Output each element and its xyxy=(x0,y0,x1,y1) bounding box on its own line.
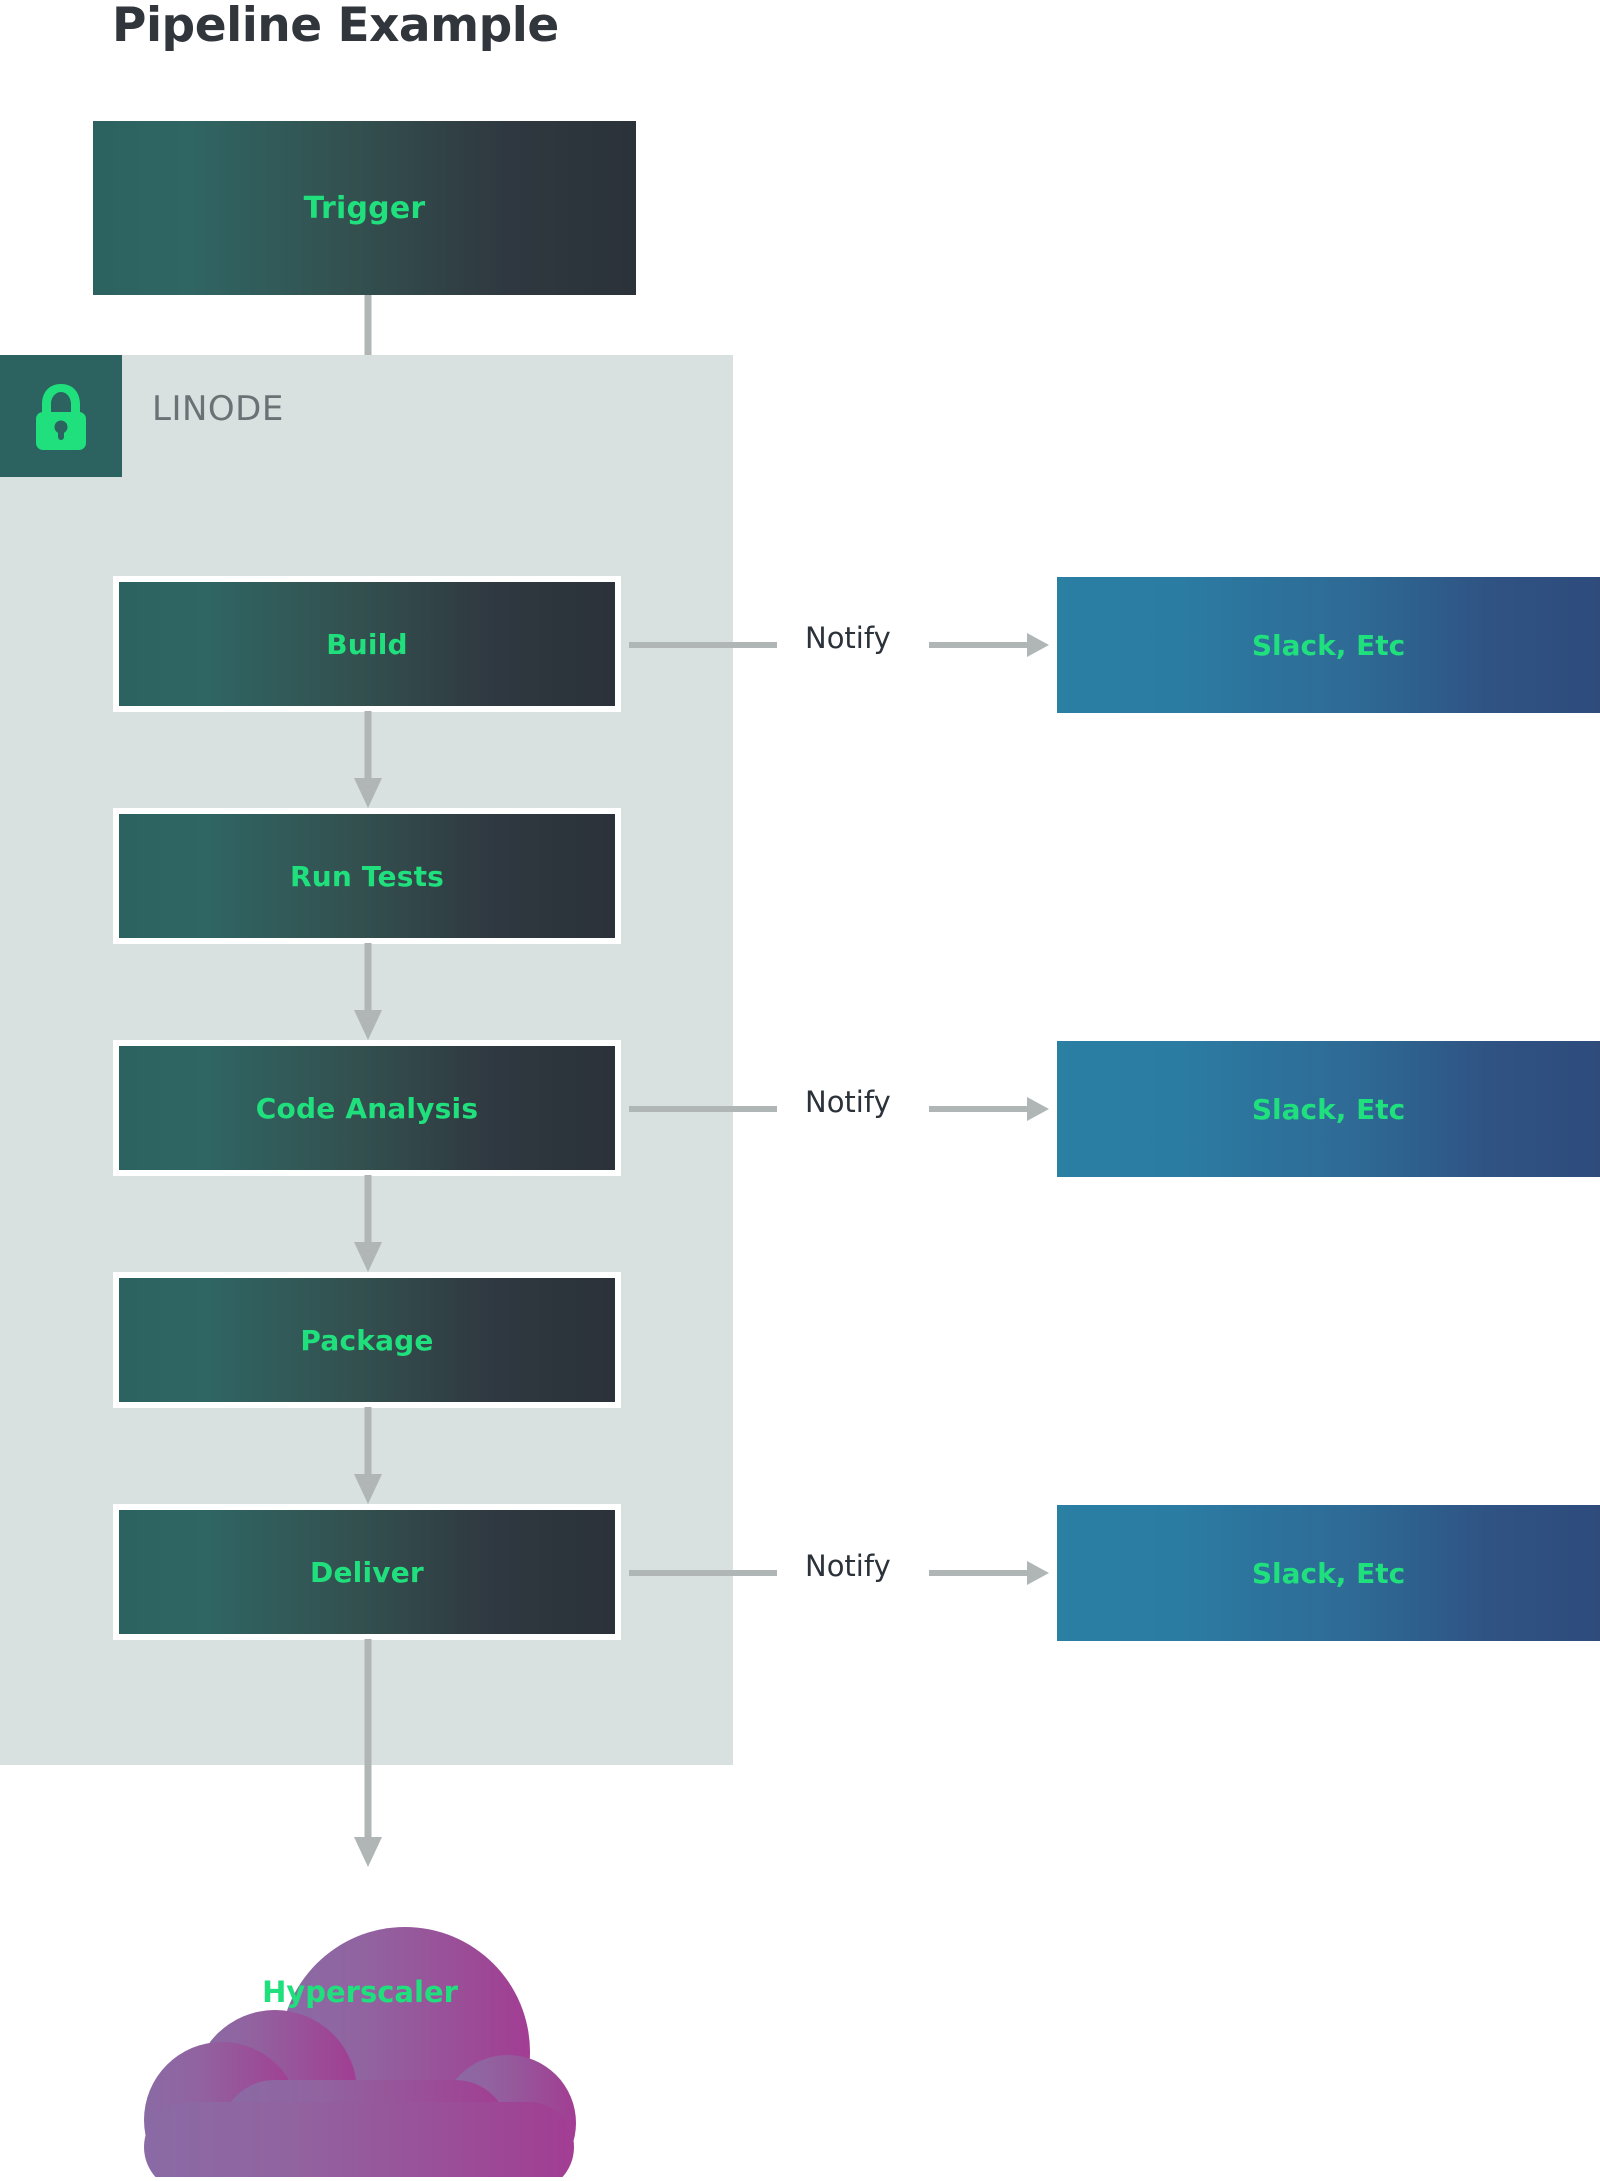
notify-target-label-build: Slack, Etc xyxy=(1251,628,1406,662)
stage-label-build: Build xyxy=(326,627,408,661)
notify-target-label-code-analysis: Slack, Etc xyxy=(1251,1092,1406,1126)
notify-target-slack-build[interactable]: Slack, Etc xyxy=(1057,577,1600,713)
notify-edge-label-code-analysis: Notify xyxy=(805,1085,891,1119)
notify-edge-label-deliver: Notify xyxy=(805,1549,891,1583)
notify-target-slack-code-analysis[interactable]: Slack, Etc xyxy=(1057,1041,1600,1177)
notify-connector-code-analysis xyxy=(629,1097,1049,1121)
stage-label-trigger: Trigger xyxy=(303,190,426,226)
notify-target-slack-deliver[interactable]: Slack, Etc xyxy=(1057,1505,1600,1641)
notify-edge-label-build: Notify xyxy=(805,621,891,655)
stage-box-package[interactable]: Package xyxy=(113,1272,621,1408)
cloud-shape-icon xyxy=(144,1927,576,2181)
linode-zone-label: LINODE xyxy=(152,389,284,429)
stage-box-deliver[interactable]: Deliver xyxy=(113,1504,621,1640)
stage-label-code-analysis: Code Analysis xyxy=(255,1091,479,1125)
arrow-package-to-deliver xyxy=(354,1407,382,1504)
arrow-build-to-runtests xyxy=(354,711,382,808)
linode-zone-badge xyxy=(0,355,122,477)
notify-connector-build xyxy=(629,633,1049,657)
stage-label-deliver: Deliver xyxy=(310,1555,424,1589)
notify-connector-deliver xyxy=(629,1561,1049,1585)
stage-box-code-analysis[interactable]: Code Analysis xyxy=(113,1040,621,1176)
arrow-deliver-to-hyperscaler xyxy=(354,1639,382,1867)
arrow-code-analysis-to-package xyxy=(354,1175,382,1272)
stage-box-run-tests[interactable]: Run Tests xyxy=(113,808,621,944)
arrow-runtests-to-code-analysis xyxy=(354,943,382,1040)
stage-label-run-tests: Run Tests xyxy=(289,859,445,893)
stage-box-trigger[interactable]: Trigger xyxy=(93,121,636,295)
page-title: Pipeline Example xyxy=(112,0,559,53)
lock-icon xyxy=(36,384,86,450)
stage-label-package: Package xyxy=(300,1323,434,1357)
hyperscaler-cloud-label: Hyperscaler xyxy=(262,1975,458,2009)
notify-target-label-deliver: Slack, Etc xyxy=(1251,1556,1406,1590)
hyperscaler-cloud[interactable] xyxy=(120,1880,600,2181)
stage-box-build[interactable]: Build xyxy=(113,576,621,712)
